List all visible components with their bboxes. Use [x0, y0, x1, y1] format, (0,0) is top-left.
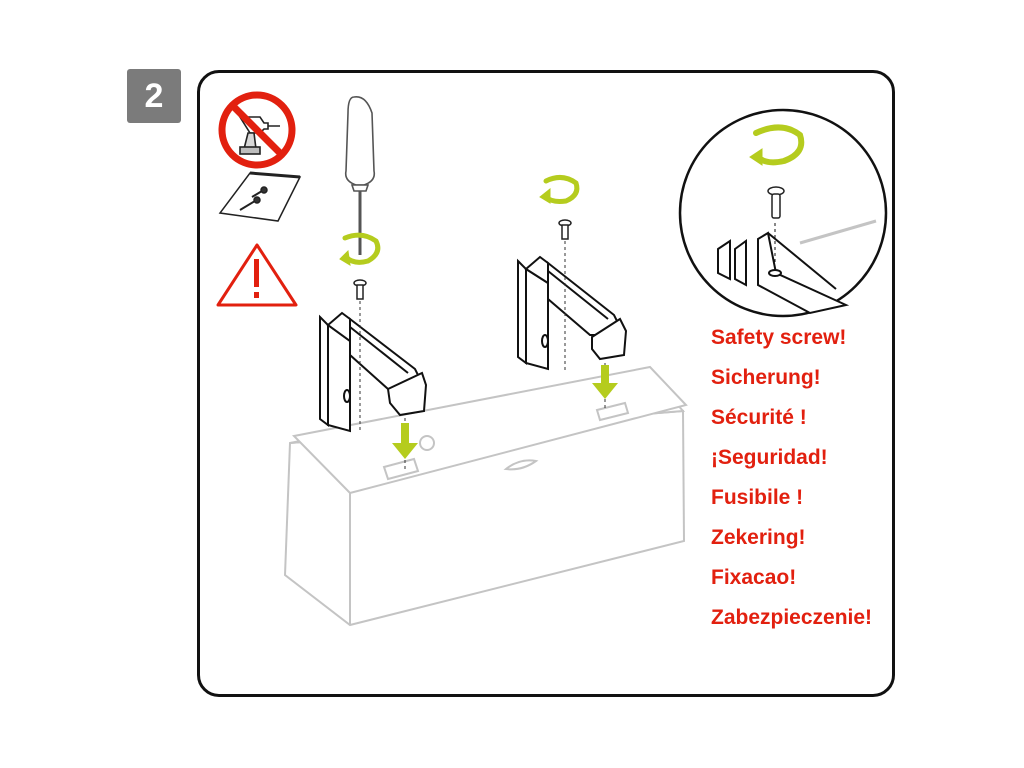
safety-label-it: Fusibile !	[711, 486, 804, 509]
safety-label-fr: Sécurité !	[711, 406, 807, 429]
safety-label-en: Safety screw!	[711, 326, 847, 349]
speaker-device	[283, 365, 688, 627]
instruction-panel: Safety screw! Sicherung! Sécurité ! ¡Seg…	[197, 70, 895, 697]
safety-label-pt: Fixacao!	[711, 566, 797, 589]
left-bracket	[319, 311, 428, 433]
step-number-badge: 2	[127, 69, 181, 123]
safety-screw-icon	[353, 279, 367, 300]
no-power-drill-icon	[218, 91, 296, 169]
screw-bag-icon	[218, 171, 302, 222]
rotate-arrow-icon	[539, 175, 580, 204]
safety-label-nl: Zekering!	[711, 526, 806, 549]
safety-label-es: ¡Seguridad!	[711, 446, 828, 469]
warning-triangle-icon	[216, 243, 298, 307]
down-arrow-icon	[392, 423, 418, 459]
assembly-illustration	[216, 91, 888, 627]
screwdriver-icon	[344, 96, 376, 255]
down-arrow-icon	[592, 365, 618, 399]
safety-screw-label-list: Safety screw! Sicherung! Sécurité ! ¡Seg…	[711, 322, 872, 642]
rotate-arrow-icon	[339, 232, 381, 266]
detail-magnifier	[678, 108, 888, 318]
safety-screw-icon	[558, 219, 572, 240]
safety-label-de: Sicherung!	[711, 366, 821, 389]
safety-label-pl: Zabezpieczenie!	[711, 606, 873, 629]
right-bracket	[517, 255, 628, 371]
